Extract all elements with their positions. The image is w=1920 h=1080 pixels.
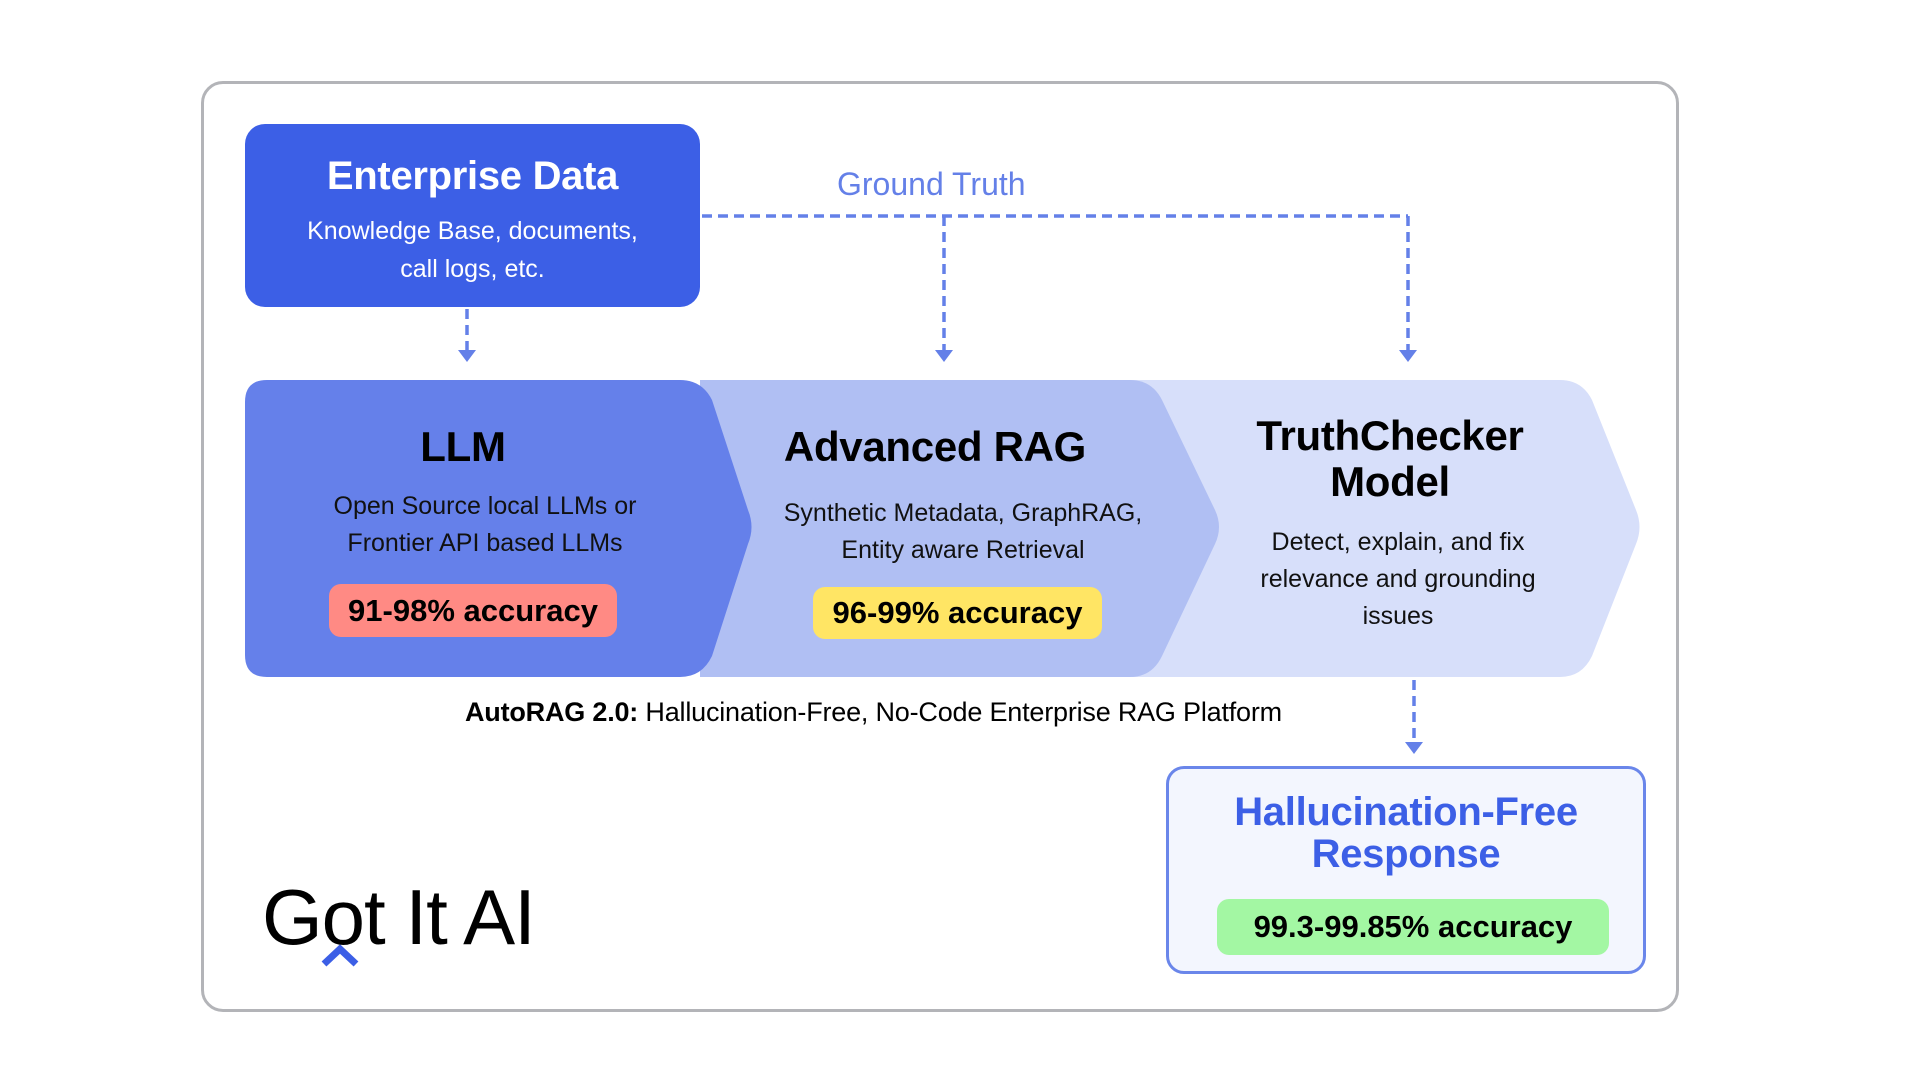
truthchecker-description-line: relevance and grounding <box>1260 565 1536 593</box>
llm-stage-title: LLM <box>420 423 506 470</box>
caret-up-icon <box>321 944 359 967</box>
enterprise-data-subtitle-line: Knowledge Base, documents, <box>307 217 638 245</box>
truthchecker-description-line: Detect, explain, and fix <box>1271 528 1525 556</box>
response-title-line: Response <box>1311 832 1501 876</box>
truthchecker-stage-shape <box>1100 380 1640 677</box>
response-title-line: Hallucination-Free <box>1234 790 1578 834</box>
enterprise-data-subtitle-line: call logs, etc. <box>400 255 545 283</box>
response-title: Hallucination-Free Response <box>1169 791 1643 875</box>
truthchecker-title-line: TruthChecker <box>1256 412 1524 459</box>
advanced-rag-description-line: Synthetic Metadata, GraphRAG, <box>783 499 1143 527</box>
advanced-rag-description-line: Entity aware Retrieval <box>841 536 1085 564</box>
llm-stage-description: Open Source local LLMs or Frontier API b… <box>300 488 670 562</box>
arrowhead-icon <box>1405 742 1423 754</box>
llm-accuracy-badge: 91-98% accuracy <box>329 584 617 637</box>
arrowhead-icon <box>458 350 476 362</box>
truthchecker-stage-description: Detect, explain, and fix relevance and g… <box>1238 524 1558 635</box>
arrowhead-icon <box>935 350 953 362</box>
truthchecker-stage-title: TruthChecker Model <box>1240 413 1540 505</box>
diagram-frame <box>201 81 1679 1012</box>
platform-caption: AutoRAG 2.0: Hallucination-Free, No-Code… <box>465 697 1282 728</box>
ground-truth-label: Ground Truth <box>837 166 1026 202</box>
advanced-rag-accuracy-badge: 96-99% accuracy <box>813 587 1102 639</box>
arrowhead-icon <box>1399 350 1417 362</box>
caption-product-name: AutoRAG 2.0: <box>465 697 639 727</box>
advanced-rag-stage-description: Synthetic Metadata, GraphRAG, Entity awa… <box>768 495 1158 569</box>
caption-text: Hallucination-Free, No-Code Enterprise R… <box>638 697 1282 727</box>
enterprise-data-box: Enterprise Data Knowledge Base, document… <box>245 124 700 307</box>
response-accuracy-badge: 99.3-99.85% accuracy <box>1217 899 1609 955</box>
got-it-ai-logo: Got It AI <box>262 873 536 961</box>
enterprise-data-title: Enterprise Data <box>326 154 619 198</box>
enterprise-data-subtitle: Knowledge Base, documents, call logs, et… <box>245 212 700 288</box>
llm-description-line: Open Source local LLMs or <box>333 492 637 520</box>
truthchecker-description-line: issues <box>1362 602 1434 630</box>
llm-description-line: Frontier API based LLMs <box>347 529 623 557</box>
truthchecker-title-line: Model <box>1330 458 1450 505</box>
advanced-rag-stage-title: Advanced RAG <box>783 423 1087 470</box>
